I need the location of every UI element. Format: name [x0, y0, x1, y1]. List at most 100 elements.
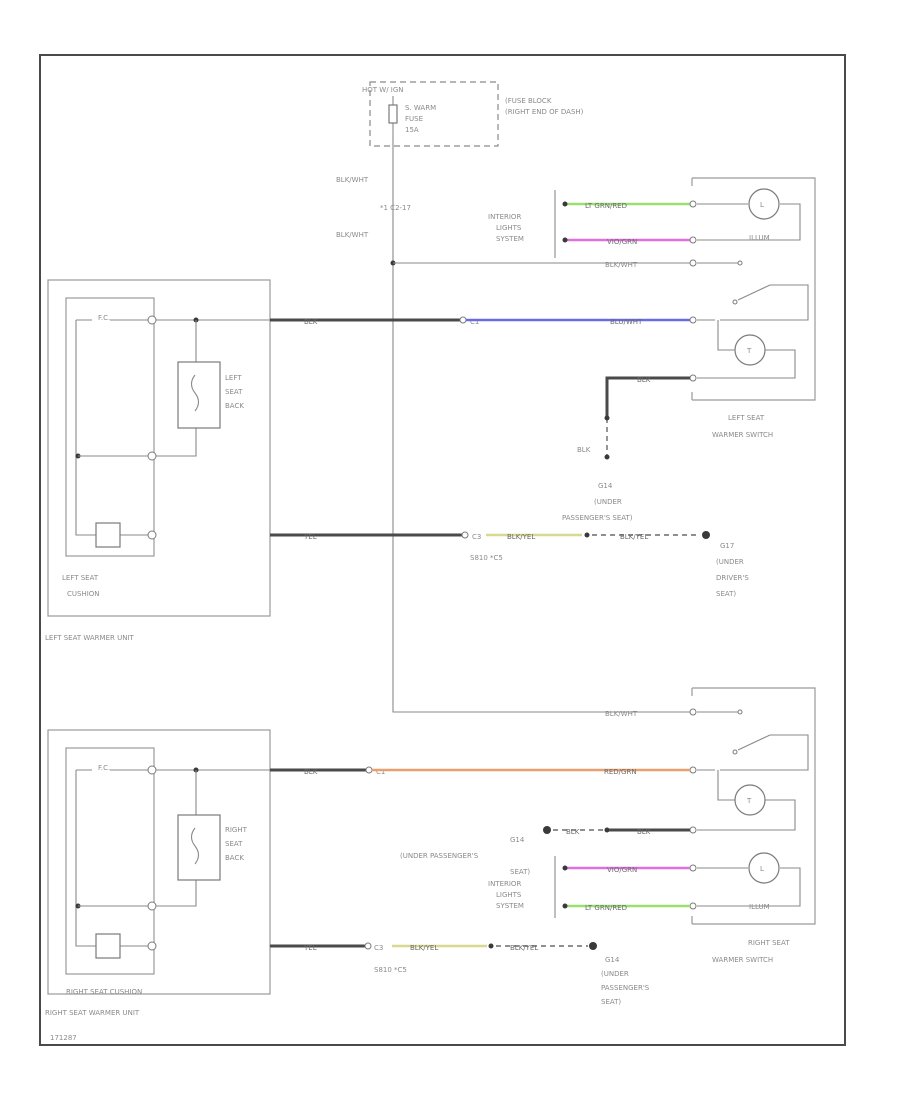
blk-left-label: BLK: [304, 318, 318, 326]
g14-bot-1: G14: [605, 956, 620, 964]
blk-wht-right-label: BLK/WHT: [605, 261, 638, 269]
fuse-block-label-2: (RIGHT END OF DASH): [505, 108, 584, 116]
left-thermostat-label: F.C.: [98, 314, 110, 322]
svg-text:L: L: [760, 865, 764, 873]
lt-grn-red-top-label: LT GRN/RED: [585, 202, 627, 210]
interior-top-3: SYSTEM: [496, 235, 524, 243]
c1-left: C1: [470, 318, 479, 326]
blk-yel-1-label: BLK/YEL: [507, 533, 535, 541]
lt-grn-red-bottom-label: LT GRN/RED: [585, 904, 627, 912]
g14-mid-ground-icon: [543, 826, 551, 834]
indicator-lamp-icon: [734, 334, 766, 366]
g17-1: G17: [720, 542, 734, 550]
red-grn-label: RED/GRN: [604, 768, 637, 776]
g17-ground-icon: [702, 531, 710, 539]
right-switch-contact-icon: [737, 734, 771, 751]
fuse-hot-label: HOT W/ IGN: [362, 86, 404, 94]
left-switch-label-2: WARMER SWITCH: [712, 431, 773, 439]
diagram-frame: [39, 54, 846, 1046]
interior-bottom-2: LIGHTS: [496, 891, 522, 899]
g14-bot-3: PASSENGER'S: [601, 984, 650, 992]
right-thermostat-label: F.C.: [98, 764, 110, 772]
blu-wht-label: BLU/WHT: [610, 318, 643, 326]
g14-top-3: PASSENGER'S SEAT): [562, 514, 633, 522]
blk-ground-label: BLK: [577, 446, 591, 454]
left-seat-back-heater-icon: [177, 361, 221, 429]
blk-wht-label-top: BLK/WHT: [336, 176, 369, 184]
right-indicator-lamp-icon: [734, 784, 766, 816]
left-seat-warmer-unit: F.C. LEFT SEAT BACK LEFT SEAT CUSHION LE…: [45, 279, 390, 642]
interior-bottom-3: SYSTEM: [496, 902, 524, 910]
yel-bottom-label: YEL: [303, 944, 317, 952]
blk-wht-label-mid: BLK/WHT: [336, 231, 369, 239]
fuse-block: HOT W/ IGN S. WARM FUSE 15A (FUSE BLOCK …: [362, 81, 584, 147]
fuse-icon: [388, 104, 398, 124]
right-back-label-3: BACK: [225, 854, 244, 862]
right-unit-label: RIGHT SEAT WARMER UNIT: [45, 1009, 140, 1017]
g14-bottom-ground-icon: [589, 942, 597, 950]
c2-right: C1: [376, 768, 385, 776]
g14-top-1: G14: [598, 482, 613, 490]
vio-grn-bottom-label: VIO/GRN: [607, 866, 637, 874]
left-seat-warmer-switch: LT GRN/RED VIO/GRN INTERIOR LIGHTS SYSTE…: [488, 177, 816, 439]
junction-label: *1 C2-17: [380, 204, 411, 212]
interior-top-1: INTERIOR: [488, 213, 521, 221]
right-back-label-2: SEAT: [225, 840, 243, 848]
interior-bottom-1: INTERIOR: [488, 880, 521, 888]
g17-3: DRIVER'S: [716, 574, 749, 582]
left-cushion-heater-icon: [95, 522, 121, 548]
g14-mid-3: SEAT): [510, 868, 530, 876]
illum-top-label: ILLUM: [749, 234, 770, 242]
left-back-label-3: BACK: [225, 402, 244, 410]
right-cushion-label: RIGHT SEAT CUSHION: [66, 988, 142, 996]
blk-ground-wire: [605, 376, 690, 418]
g14-top-2: (UNDER: [594, 498, 622, 506]
g17-2: (UNDER: [716, 558, 744, 566]
blk-wht-main-wire: [392, 140, 690, 713]
left-switch-label-1: LEFT SEAT: [728, 414, 765, 422]
c3-left: C3: [472, 533, 481, 541]
g17-4: SEAT): [716, 590, 736, 598]
g14-mid-2: (UNDER PASSENGER'S: [400, 852, 479, 860]
yel-cushion-label: YEL: [303, 533, 317, 541]
blk-top-label: BLK: [637, 376, 651, 384]
fuse-label-2: FUSE: [405, 115, 423, 123]
blk-yel-4-label: BLK/YEL: [510, 944, 538, 952]
splice2-label: S810 *C5: [374, 966, 407, 974]
g14-mid-1: G14: [510, 836, 525, 844]
svg-text:T: T: [746, 347, 752, 355]
blk-yel-3-label: BLK/YEL: [410, 944, 438, 952]
blk-lower-label: BLK: [304, 768, 318, 776]
vio-grn-top-label: VIO/GRN: [607, 238, 637, 246]
blk-wht-lower-label: BLK/WHT: [605, 710, 638, 718]
fuse-label-1: S. WARM: [405, 104, 436, 112]
interior-top-2: LIGHTS: [496, 224, 522, 232]
fuse-block-label-1: (FUSE BLOCK: [505, 97, 552, 105]
left-unit-label: LEFT SEAT WARMER UNIT: [45, 634, 135, 642]
right-cushion-heater-icon: [95, 933, 121, 959]
left-back-label-2: SEAT: [225, 388, 243, 396]
right-seat-back-heater-icon: [177, 814, 221, 881]
left-cushion-label-1: LEFT SEAT: [62, 574, 99, 582]
left-cushion-label-2: CUSHION: [67, 590, 100, 598]
switch-contact-icon: [737, 284, 771, 301]
g14-bot-2: (UNDER: [601, 970, 629, 978]
illum-bottom-label: ILLUM: [749, 903, 770, 911]
right-seat-warmer-switch: T L ILLUM RIGHT SEAT WARMER SWITCH: [689, 687, 816, 964]
right-back-label-1: RIGHT: [225, 826, 248, 834]
blk-lower2-label: BLK: [566, 828, 580, 836]
right-seat-warmer-unit: F.C. RIGHT SEAT BACK RIGHT SEAT CUSHION …: [45, 729, 370, 1017]
figure-id: 171287: [50, 1034, 77, 1042]
right-switch-label-2: WARMER SWITCH: [712, 956, 773, 964]
right-illumination-lamp-icon: [748, 852, 780, 884]
fuse-label-3: 15A: [405, 126, 419, 134]
left-back-label-1: LEFT: [225, 374, 242, 382]
svg-text:T: T: [746, 797, 752, 805]
lamp-l-text: L: [760, 201, 764, 209]
blk-ground2-label: BLK: [637, 828, 651, 836]
illumination-lamp-icon: [748, 188, 780, 220]
right-switch-label-1: RIGHT SEAT: [748, 939, 790, 947]
g14-bot-4: SEAT): [601, 998, 621, 1006]
c6-right: C3: [374, 944, 383, 952]
